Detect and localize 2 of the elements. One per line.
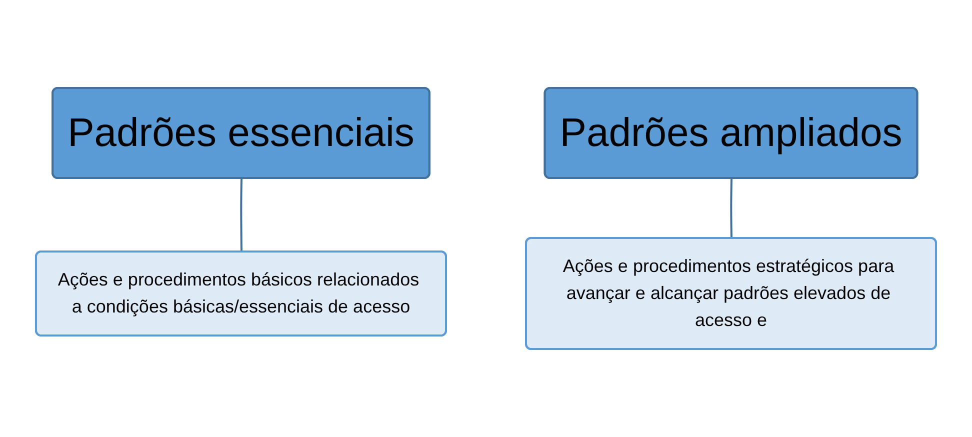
connector bbox=[240, 178, 242, 252]
connector bbox=[730, 178, 732, 239]
